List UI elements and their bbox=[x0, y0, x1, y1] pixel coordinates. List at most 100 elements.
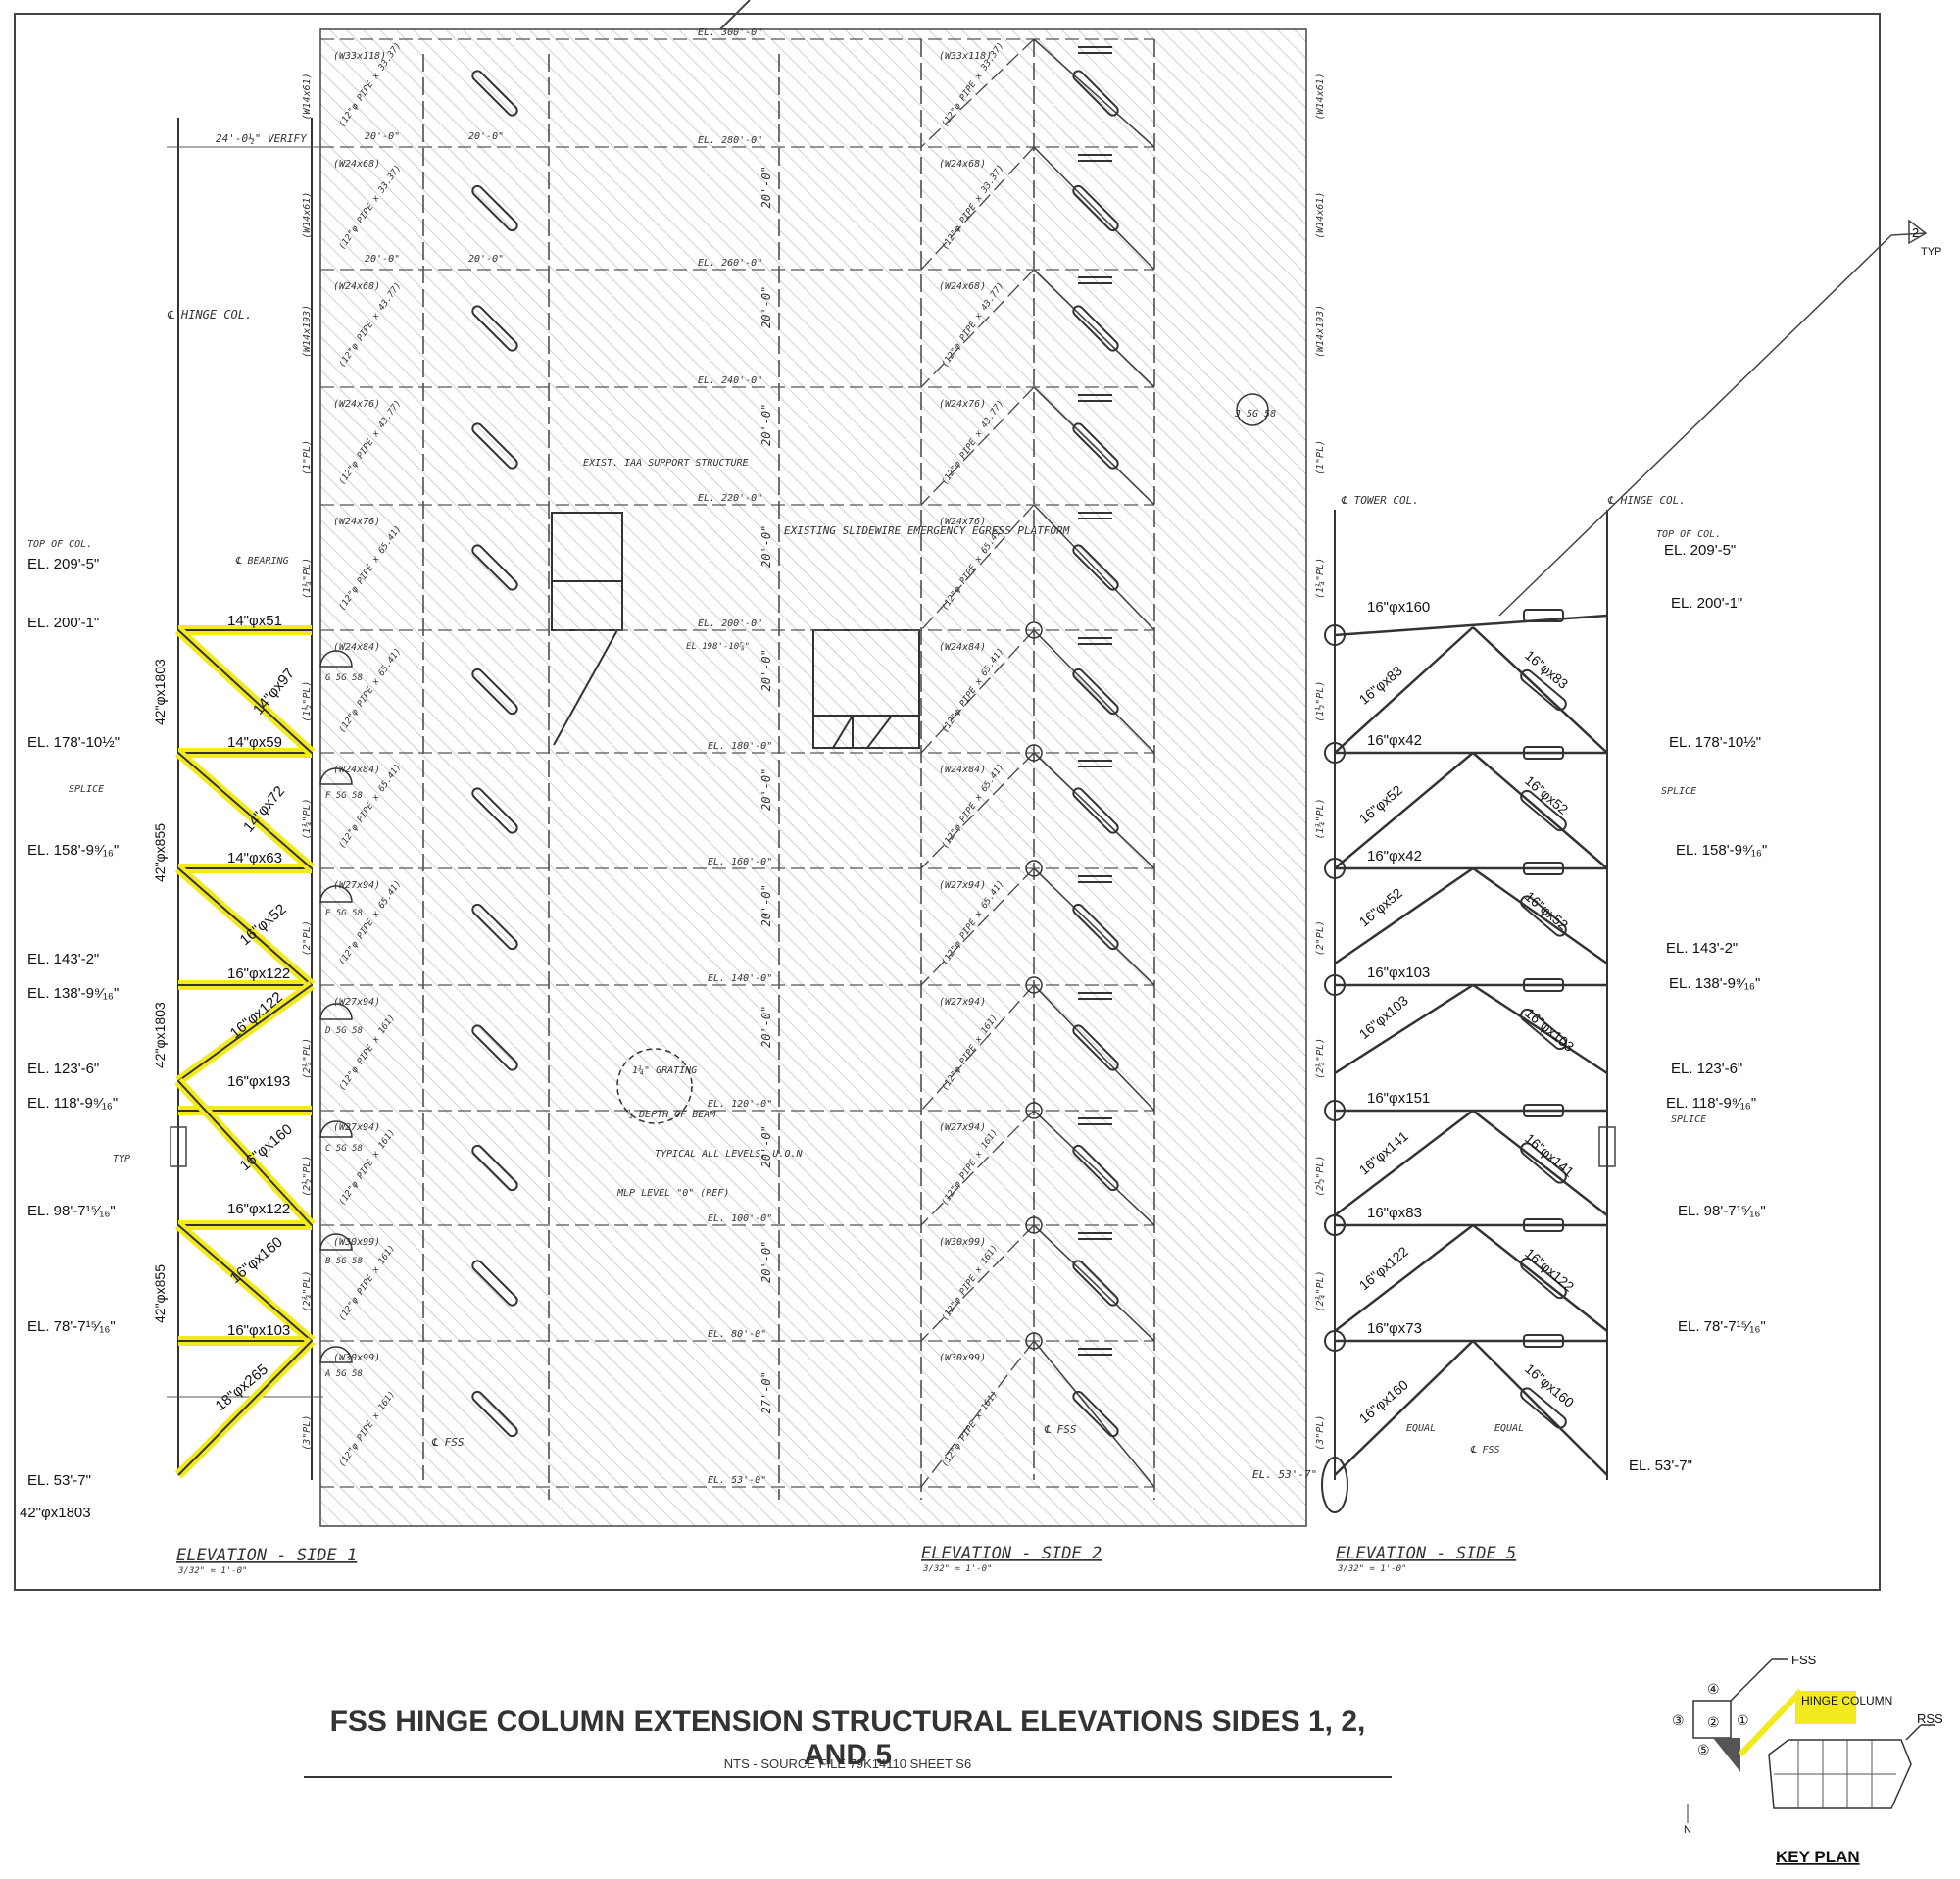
note-mlp: MLP LEVEL "0" (REF) bbox=[616, 1188, 729, 1199]
callout-2-typ bbox=[1498, 219, 1928, 617]
side1-brace-member bbox=[471, 1390, 518, 1438]
level-elevation-label: EL. 300'-0" bbox=[698, 27, 762, 38]
side5-right-diagonal bbox=[1472, 983, 1608, 1075]
side2-brace-dashed bbox=[920, 269, 1035, 388]
side2-brace-member bbox=[1072, 1144, 1119, 1192]
side1-diagonal bbox=[177, 984, 313, 1082]
plate-label-side5: (3"PL) bbox=[1315, 1415, 1326, 1451]
side5-splice-lower: SPLICE bbox=[1671, 1114, 1706, 1125]
beam-label-left: (W30x99) bbox=[333, 1353, 380, 1363]
key-plan-side-1: ① bbox=[1737, 1712, 1749, 1728]
side5-left-diagonal bbox=[1334, 752, 1474, 869]
side1-horizontal-label: 16"φx103 bbox=[227, 1322, 290, 1339]
ref-j: J 5G 58 bbox=[1234, 409, 1276, 420]
plate-label: (2¼"PL) bbox=[301, 1038, 313, 1079]
side2-brace-member bbox=[1072, 184, 1119, 232]
side2-brace bbox=[1033, 1340, 1155, 1488]
side2-brace-member bbox=[1072, 668, 1119, 716]
side1-verify-label: 24'-0½" VERIFY bbox=[216, 132, 308, 145]
level-elevation-label: EL. 80'-0" bbox=[708, 1329, 766, 1340]
side2-node bbox=[1025, 1102, 1043, 1119]
side1-brace-member bbox=[471, 668, 518, 716]
plate-label: (W14x61) bbox=[302, 192, 313, 239]
side1-elevation-label: EL. 123'-6" bbox=[27, 1061, 99, 1077]
side1-elevation-label: EL. 53'-7" bbox=[27, 1472, 91, 1489]
side2-node bbox=[1025, 744, 1043, 762]
side1-brace-member bbox=[471, 422, 518, 470]
beam-label-left: (W24x68) bbox=[333, 159, 380, 170]
side5-left-diagonal-label: 16"φx83 bbox=[1356, 663, 1405, 708]
key-plan-north: N bbox=[1684, 1824, 1691, 1836]
side1-heading: ELEVATION - SIDE 1 bbox=[176, 1546, 357, 1565]
side5-left-diagonal bbox=[1334, 1340, 1474, 1476]
bay-dimension: 20'-0" bbox=[760, 1006, 773, 1048]
side1-brace-member bbox=[471, 305, 518, 352]
side1-elevation-label: EL. 138'-9⁹⁄₁₆" bbox=[27, 985, 119, 1002]
detail-ref-symbol bbox=[319, 885, 353, 903]
side5-text: ℄ TOWER COL. ℄ HINGE COL. TOP OF COL. SP… bbox=[1252, 494, 1721, 1574]
key-plan-side-2: ② bbox=[1707, 1714, 1720, 1730]
key-plan-side-4: ④ bbox=[1707, 1681, 1720, 1697]
detail-ref-label: G 5G 58 bbox=[325, 673, 363, 683]
middle-text: EXIST. IAA SUPPORT STRUCTURE EXISTING SL… bbox=[431, 409, 1276, 1574]
side2-brace-dashed bbox=[920, 1340, 1035, 1488]
side1-brace-member bbox=[471, 1144, 518, 1192]
side5-horizontal-member bbox=[1523, 862, 1564, 875]
side1-column-size: 42"φx855 bbox=[152, 1264, 168, 1323]
plate-label-side5: (2¼"PL) bbox=[1314, 1038, 1326, 1079]
side1-diagonal bbox=[177, 752, 313, 869]
plate-label: (1¼"PL) bbox=[301, 558, 313, 599]
side5-horizontal-label: 16"φx151 bbox=[1367, 1090, 1430, 1107]
sheet-border bbox=[14, 13, 1881, 1591]
plate-label-side5: (W14x193) bbox=[1315, 305, 1326, 358]
side1-brace-member bbox=[471, 787, 518, 834]
side1-diagonal bbox=[177, 1080, 313, 1226]
side1-horizontal-label: 16"φx193 bbox=[227, 1073, 290, 1090]
side1-diagonal bbox=[177, 1224, 313, 1342]
level-elevation-label: EL. 220'-0" bbox=[698, 493, 762, 504]
plate-label: (1¾"PL) bbox=[301, 798, 313, 839]
side2-brace-dashed bbox=[920, 1224, 1035, 1342]
side5-tower-col: ℄ TOWER COL. bbox=[1341, 494, 1419, 507]
level-elevation-label: EL. 180'-0" bbox=[708, 741, 772, 752]
side5-elevation-label: EL. 78'-7¹⁵⁄₁₆" bbox=[1678, 1318, 1766, 1335]
side1-brace-member bbox=[471, 903, 518, 951]
level-elevation-label: EL. 120'-0" bbox=[708, 1099, 772, 1110]
side2-brace-member bbox=[1072, 1390, 1119, 1438]
side5-horizontal-member bbox=[1523, 746, 1564, 760]
side5-right-diagonal-label: 16"φx52 bbox=[1522, 772, 1571, 817]
side1-elevation-label: EL. 118'-9⁹⁄₁₆" bbox=[27, 1095, 118, 1112]
side5-left-diagonal-label: 16"φx52 bbox=[1356, 782, 1405, 827]
side5-right-diagonal bbox=[1472, 1340, 1608, 1476]
side1-brace-member bbox=[471, 70, 518, 117]
bay-dimension: 20'-0" bbox=[760, 166, 773, 208]
side1-elevation-label: EL. 209'-5" bbox=[27, 556, 99, 572]
plate-label: (1½"PL) bbox=[301, 681, 313, 722]
side2-heading: ELEVATION - SIDE 2 bbox=[921, 1544, 1102, 1563]
plate-label-side5: (1¼"PL) bbox=[1314, 558, 1326, 599]
side2-node bbox=[1025, 860, 1043, 877]
side1-brace-member bbox=[471, 184, 518, 232]
key-plan-hinge-column: HINGE COLUMN bbox=[1801, 1694, 1892, 1707]
beam-label-right: (W24x76) bbox=[939, 399, 986, 410]
middle-fss-right: ℄ FSS bbox=[1044, 1423, 1077, 1436]
side5-horizontal-member bbox=[1523, 1218, 1564, 1232]
side5-elevation-label: EL. 143'-2" bbox=[1666, 940, 1738, 957]
side5-horizontal-member bbox=[1523, 1104, 1564, 1117]
side5-equal-left: EQUAL bbox=[1406, 1423, 1436, 1434]
side5-elevation-label: EL. 53'-7" bbox=[1629, 1458, 1692, 1474]
side2-brace bbox=[1033, 146, 1155, 271]
beam-label-right: (W30x99) bbox=[939, 1237, 986, 1248]
side5-left-diagonal-label: 16"φx160 bbox=[1356, 1376, 1411, 1426]
detail-ref-label: A 5G 58 bbox=[324, 1369, 363, 1379]
side5-elevation-label: EL. 209'-5" bbox=[1664, 542, 1736, 559]
spacing-right: 20'-0" bbox=[468, 254, 504, 265]
side5-elevation-label: EL. 138'-9⁹⁄₁₆" bbox=[1669, 975, 1760, 992]
side1-elevation-label: EL. 143'-2" bbox=[27, 951, 99, 967]
side5-right-diagonal bbox=[1472, 626, 1608, 754]
plate-label-side5: (W14x61) bbox=[1315, 192, 1326, 239]
slidewire-platform bbox=[812, 629, 920, 749]
side2-brace bbox=[1033, 38, 1155, 148]
hinge-column-tag bbox=[1795, 1691, 1856, 1724]
beam-label-left: (W24x76) bbox=[333, 517, 380, 527]
